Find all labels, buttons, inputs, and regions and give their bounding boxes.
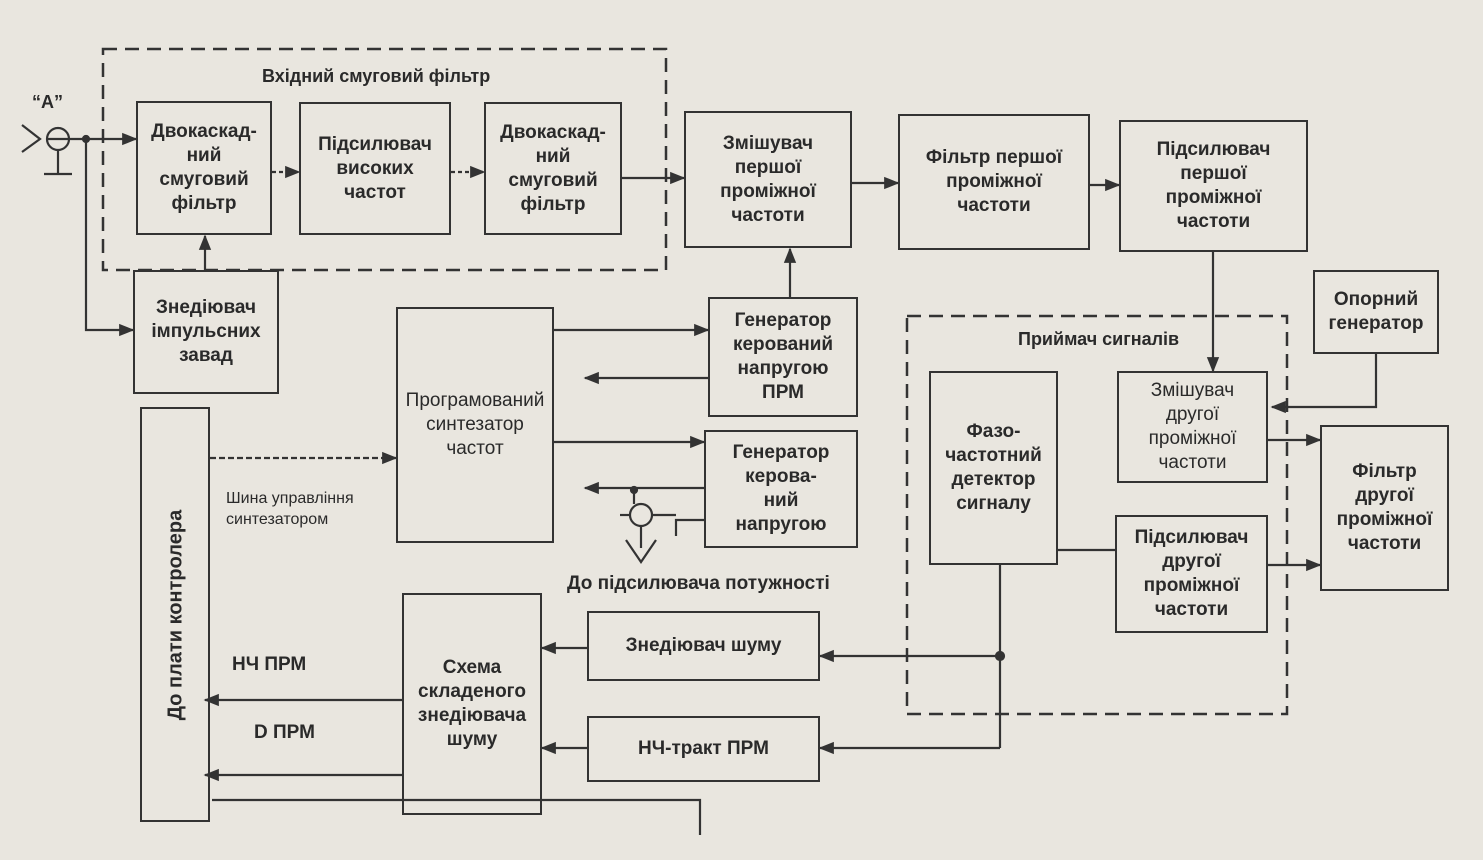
first-if-filter-block: Фільтр першої проміжної частоти xyxy=(898,114,1090,250)
vco-rx-block: Генератор керований напругою ПРМ xyxy=(708,297,858,417)
first-if-amplifier-block: Підсилювач першої проміжної частоти xyxy=(1119,120,1308,252)
noise-suppressor-block: Знедіювач шуму xyxy=(587,611,820,681)
lf-rx-label: НЧ ПРМ xyxy=(232,654,307,675)
reference-oscillator-block: Опорний генератор xyxy=(1313,270,1439,354)
d-rx-label: D ПРМ xyxy=(254,722,315,743)
antenna-label: “A” xyxy=(32,92,63,112)
antenna-icon xyxy=(21,124,91,176)
second-if-amplifier-block: Підсилювач другої проміжної частоти xyxy=(1115,515,1268,633)
vco-block: Генератор керова- ний напругою xyxy=(704,430,858,548)
synth-bus-label: Шина управління синтезатором xyxy=(226,490,354,528)
controller-board-block: До плати контролера xyxy=(140,407,210,822)
input-filter-group-label: Вхідний смуговий фільтр xyxy=(262,66,491,86)
bandpass-filter-1-block: Двокаскад- ний смуговий фільтр xyxy=(136,101,272,235)
controller-board-label: До плати контролера xyxy=(164,509,186,720)
first-if-mixer-block: Змішувач першої проміжної частоти xyxy=(684,111,852,248)
bandpass-filter-2-block: Двокаскад- ний смуговий фільтр xyxy=(484,102,622,235)
impulse-noise-suppressor-block: Знедіювач імпульсних завад xyxy=(133,270,279,394)
output-terminal-icon xyxy=(620,485,676,564)
rf-amplifier-block: Підсилювач високих частот xyxy=(299,102,451,235)
to-power-amp-label: До підсилювача потужності xyxy=(567,573,830,594)
second-if-filter-block: Фільтр другої проміжної частоти xyxy=(1320,425,1449,591)
input-filter-group-border xyxy=(101,47,668,272)
frequency-synthesizer-block: Програмований синтезатор частот xyxy=(396,307,554,543)
lf-path-rx-block: НЧ-тракт ПРМ xyxy=(587,716,820,782)
phase-frequency-detector-block: Фазо- частотний детектор сигналу xyxy=(929,371,1058,565)
receiver-group-border xyxy=(905,314,1289,716)
receiver-group-label: Приймач сигналів xyxy=(1018,329,1180,349)
second-if-mixer-block: Змішувач другої проміжної частоти xyxy=(1117,371,1268,483)
composite-noise-suppressor-block: Схема складеного знедіювача шуму xyxy=(402,593,542,815)
